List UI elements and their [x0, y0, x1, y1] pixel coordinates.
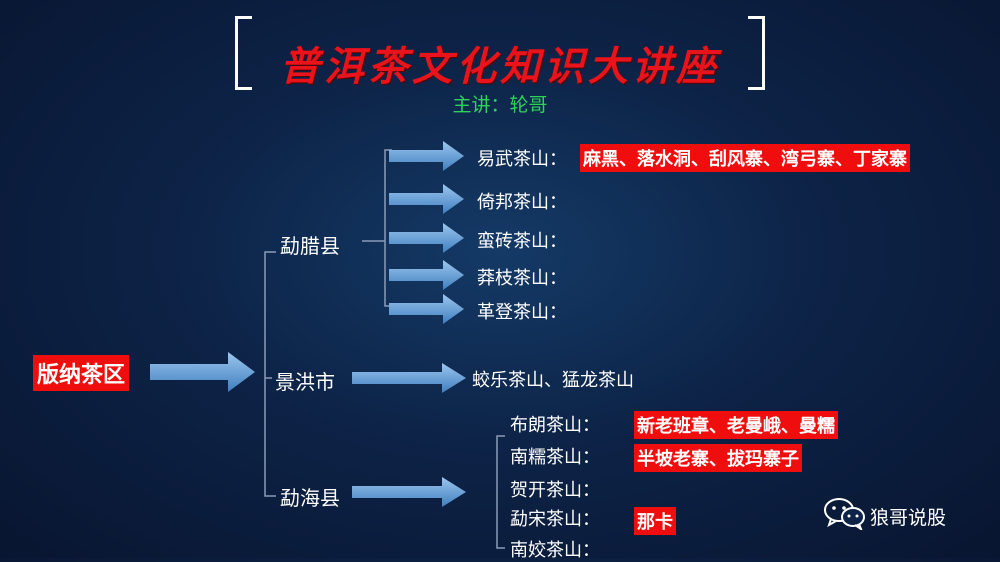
villages-yiwu: 麻黑、落水洞、刮风寨、湾弓寨、丁家寨	[580, 144, 910, 172]
mountain-hekai: 贺开茶山：	[510, 480, 600, 501]
arrow-mangzhi	[389, 260, 464, 290]
arrow-manzhuan	[389, 223, 464, 253]
trunk-line	[264, 251, 276, 497]
arrow-gedeng	[389, 294, 464, 324]
mountain-bulang: 布朗茶山：	[510, 415, 600, 436]
mountain-mengsong: 勐宋茶山：	[510, 509, 600, 530]
title-bracket-right	[748, 16, 765, 90]
root-node: 版纳茶区	[33, 355, 130, 391]
wechat-icon	[824, 498, 865, 530]
mountain-yiwu: 易武茶山：	[477, 149, 567, 170]
mountain-mangzhi: 莽枝茶山：	[477, 268, 567, 289]
villages-mengsong: 那卡	[634, 507, 676, 535]
mountain-manzhuan: 蛮砖茶山：	[477, 231, 567, 252]
menghai-bracket	[496, 435, 505, 549]
mountain-yibang: 倚邦茶山：	[477, 192, 567, 213]
branch-menghai: 勐海县	[280, 486, 340, 510]
arrow-yibang	[389, 184, 464, 214]
villages-bulang: 新老班章、老曼峨、曼糯	[634, 411, 838, 439]
arrow-jinghong	[352, 363, 466, 393]
mountain-jinghong: 蛟乐茶山、猛龙茶山	[472, 370, 634, 391]
title-bracket-left	[235, 16, 252, 90]
mountain-nannuo: 南糯茶山：	[510, 447, 600, 468]
page-title: 普洱茶文化知识大讲座	[280, 43, 720, 90]
branch-mengla: 勐腊县	[280, 234, 340, 258]
arrow-menghai	[352, 477, 466, 507]
branch-jinghong: 景洪市	[275, 370, 335, 394]
arrow-yiwu	[389, 141, 464, 171]
page-subtitle: 主讲：轮哥	[452, 94, 548, 116]
mengla-bracket	[384, 149, 392, 307]
villages-nannuo: 半坡老寨、拔玛寨子	[634, 444, 802, 472]
root-arrow	[150, 352, 255, 392]
watermark-brand: 狼哥说股	[870, 507, 947, 529]
mountain-nanjiao: 南姣茶山：	[510, 540, 600, 561]
mountain-gedeng: 革登茶山：	[477, 302, 567, 323]
